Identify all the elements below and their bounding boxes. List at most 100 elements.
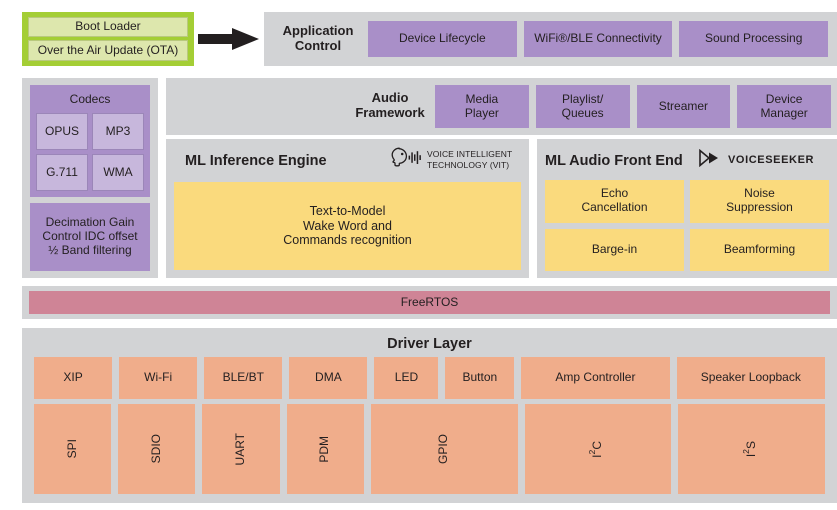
ota-box: Over the Air Update (OTA) bbox=[28, 40, 188, 61]
codec-item-label: OPUS bbox=[44, 123, 79, 138]
driver-wifi[interactable]: Wi-Fi bbox=[119, 357, 198, 399]
driver-speaker-loopback[interactable]: Speaker Loopback bbox=[676, 357, 826, 399]
vit-logo-text: VOICE INTELLIGENT TECHNOLOGY (VIT) bbox=[427, 149, 512, 170]
app-item-sound-processing[interactable]: Sound Processing bbox=[679, 21, 829, 57]
driver-i2s[interactable]: I2S bbox=[678, 404, 826, 494]
driver-label: PDM bbox=[317, 435, 332, 463]
app-item-label: Sound Processing bbox=[704, 31, 803, 46]
driver-led[interactable]: LED bbox=[374, 357, 439, 399]
driver-label: LED bbox=[394, 370, 419, 385]
driver-xip[interactable]: XIP bbox=[34, 357, 113, 399]
fe-item-line1: Barge-in bbox=[591, 241, 638, 256]
driver-label: Button bbox=[462, 370, 498, 385]
double-chevron-icon bbox=[698, 148, 724, 172]
af-item-playlist-queues[interactable]: Playlist/ Queues bbox=[535, 85, 630, 128]
codecs-title-label: Codecs bbox=[69, 92, 111, 107]
driver-pdm[interactable]: PDM bbox=[286, 404, 364, 494]
voiceseeker-logo: VOICESEEKER bbox=[698, 148, 828, 172]
codecs-box: Codecs OPUS MP3 G.711 WMA bbox=[30, 85, 150, 197]
driver-label: SPI bbox=[64, 439, 79, 459]
driver-layer-title: Driver Layer bbox=[22, 334, 837, 354]
driver-gpio[interactable]: GPIO bbox=[370, 404, 518, 494]
ml-body-line1: Text-to-Model bbox=[309, 204, 386, 219]
app-title-line1: Application bbox=[282, 23, 354, 39]
af-item-media-player[interactable]: Media Player bbox=[435, 85, 529, 128]
driver-label: DMA bbox=[315, 370, 342, 385]
app-item-device-lifecycle[interactable]: Device Lifecycle bbox=[368, 21, 517, 57]
boot-group: Boot Loader Over the Air Update (OTA) bbox=[22, 12, 194, 66]
ml-audio-front-end-items: Echo Cancellation Noise Suppression Barg… bbox=[545, 180, 829, 271]
driver-label-sup: 2 bbox=[740, 448, 751, 454]
application-control-items: Device Lifecycle WiFi®/BLE Connectivity … bbox=[368, 21, 829, 57]
fe-item-line2: Cancellation bbox=[581, 200, 648, 215]
af-title-line1: Audio bbox=[371, 90, 409, 106]
driver-i2c[interactable]: I2C bbox=[524, 404, 672, 494]
fe-item-line1: Echo bbox=[600, 186, 629, 201]
driver-dma[interactable]: DMA bbox=[289, 357, 368, 399]
af-item-line1: Media bbox=[465, 91, 499, 106]
driver-amp-controller[interactable]: Amp Controller bbox=[521, 357, 670, 399]
driver-label: Speaker Loopback bbox=[700, 370, 801, 385]
fe-item-noise-suppression[interactable]: Noise Suppression bbox=[690, 180, 829, 223]
driver-label: UART bbox=[233, 432, 248, 466]
driver-spi[interactable]: SPI bbox=[34, 404, 112, 494]
codec-item-wma[interactable]: WMA bbox=[92, 154, 144, 191]
ml-inference-body[interactable]: Text-to-Model Wake Word and Commands rec… bbox=[174, 182, 521, 270]
vit-logo: VOICE INTELLIGENT TECHNOLOGY (VIT) bbox=[388, 146, 526, 174]
audio-framework-title: Audio Framework bbox=[330, 88, 450, 124]
app-title-line2: Control bbox=[294, 38, 342, 53]
driver-layer-row-2: SPI SDIO UART PDM GPIO I2C I2S bbox=[34, 404, 826, 494]
head-profile-soundwave-icon bbox=[388, 147, 422, 174]
decimation-line1: Decimation Gain bbox=[45, 215, 135, 230]
driver-uart[interactable]: UART bbox=[202, 404, 280, 494]
vit-logo-line1: VOICE INTELLIGENT bbox=[427, 149, 513, 160]
driver-label-sup: 2 bbox=[587, 449, 598, 455]
driver-label: Amp Controller bbox=[555, 370, 636, 385]
ml-body-line3: Commands recognition bbox=[283, 233, 412, 248]
fe-item-beamforming[interactable]: Beamforming bbox=[690, 228, 829, 271]
af-item-line2: Player bbox=[464, 105, 499, 120]
af-item-line1: Streamer bbox=[658, 98, 709, 113]
af-item-device-manager[interactable]: Device Manager bbox=[737, 85, 831, 128]
codecs-title: Codecs bbox=[30, 90, 150, 110]
codecs-grid: OPUS MP3 G.711 WMA bbox=[36, 113, 144, 191]
fe-item-echo-cancellation[interactable]: Echo Cancellation bbox=[545, 180, 684, 223]
codec-item-label: G.711 bbox=[46, 164, 78, 179]
fe-item-line1: Beamforming bbox=[723, 241, 796, 256]
driver-label: XIP bbox=[63, 370, 83, 385]
ml-audio-front-end-title: ML Audio Front End bbox=[545, 150, 683, 172]
af-item-streamer[interactable]: Streamer bbox=[636, 85, 731, 128]
af-item-line2: Queues bbox=[561, 105, 604, 120]
fe-item-barge-in[interactable]: Barge-in bbox=[545, 228, 684, 271]
codec-item-opus[interactable]: OPUS bbox=[36, 113, 88, 150]
driver-label-base: I bbox=[743, 453, 758, 458]
driver-button[interactable]: Button bbox=[445, 357, 515, 399]
rtos-label: FreeRTOS bbox=[400, 294, 459, 309]
boot-loader-box: Boot Loader bbox=[28, 17, 188, 37]
flow-arrow-icon bbox=[198, 27, 260, 51]
decimation-box[interactable]: Decimation Gain Control IDC offset ½ Ban… bbox=[30, 203, 150, 271]
decimation-line2: Control IDC offset bbox=[42, 229, 138, 244]
codec-item-mp3[interactable]: MP3 bbox=[92, 113, 144, 150]
decimation-line3: ½ Band filtering bbox=[48, 242, 132, 257]
driver-label: GPIO bbox=[436, 433, 451, 464]
af-item-line1: Playlist/ bbox=[561, 91, 604, 106]
fe-item-line1: Noise bbox=[744, 186, 775, 201]
af-item-line1: Device bbox=[765, 91, 803, 106]
app-item-label: WiFi®/BLE Connectivity bbox=[534, 31, 662, 46]
driver-label-suffix: S bbox=[743, 440, 758, 449]
driver-label: I2S bbox=[741, 440, 759, 458]
codec-item-label: MP3 bbox=[105, 123, 131, 138]
driver-label: Wi-Fi bbox=[144, 370, 173, 385]
boot-loader-label: Boot Loader bbox=[75, 19, 141, 34]
rtos-box[interactable]: FreeRTOS bbox=[29, 291, 830, 314]
app-item-wifi-ble-connectivity[interactable]: WiFi®/BLE Connectivity bbox=[523, 21, 673, 57]
driver-sdio[interactable]: SDIO bbox=[118, 404, 196, 494]
driver-ble-bt[interactable]: BLE/BT bbox=[204, 357, 283, 399]
codec-item-g711[interactable]: G.711 bbox=[36, 154, 88, 191]
codec-item-label: WMA bbox=[103, 164, 133, 179]
driver-label: SDIO bbox=[148, 434, 163, 464]
driver-label-suffix: C bbox=[590, 440, 605, 450]
audio-framework-items: Media Player Playlist/ Queues Streamer D… bbox=[435, 85, 831, 128]
